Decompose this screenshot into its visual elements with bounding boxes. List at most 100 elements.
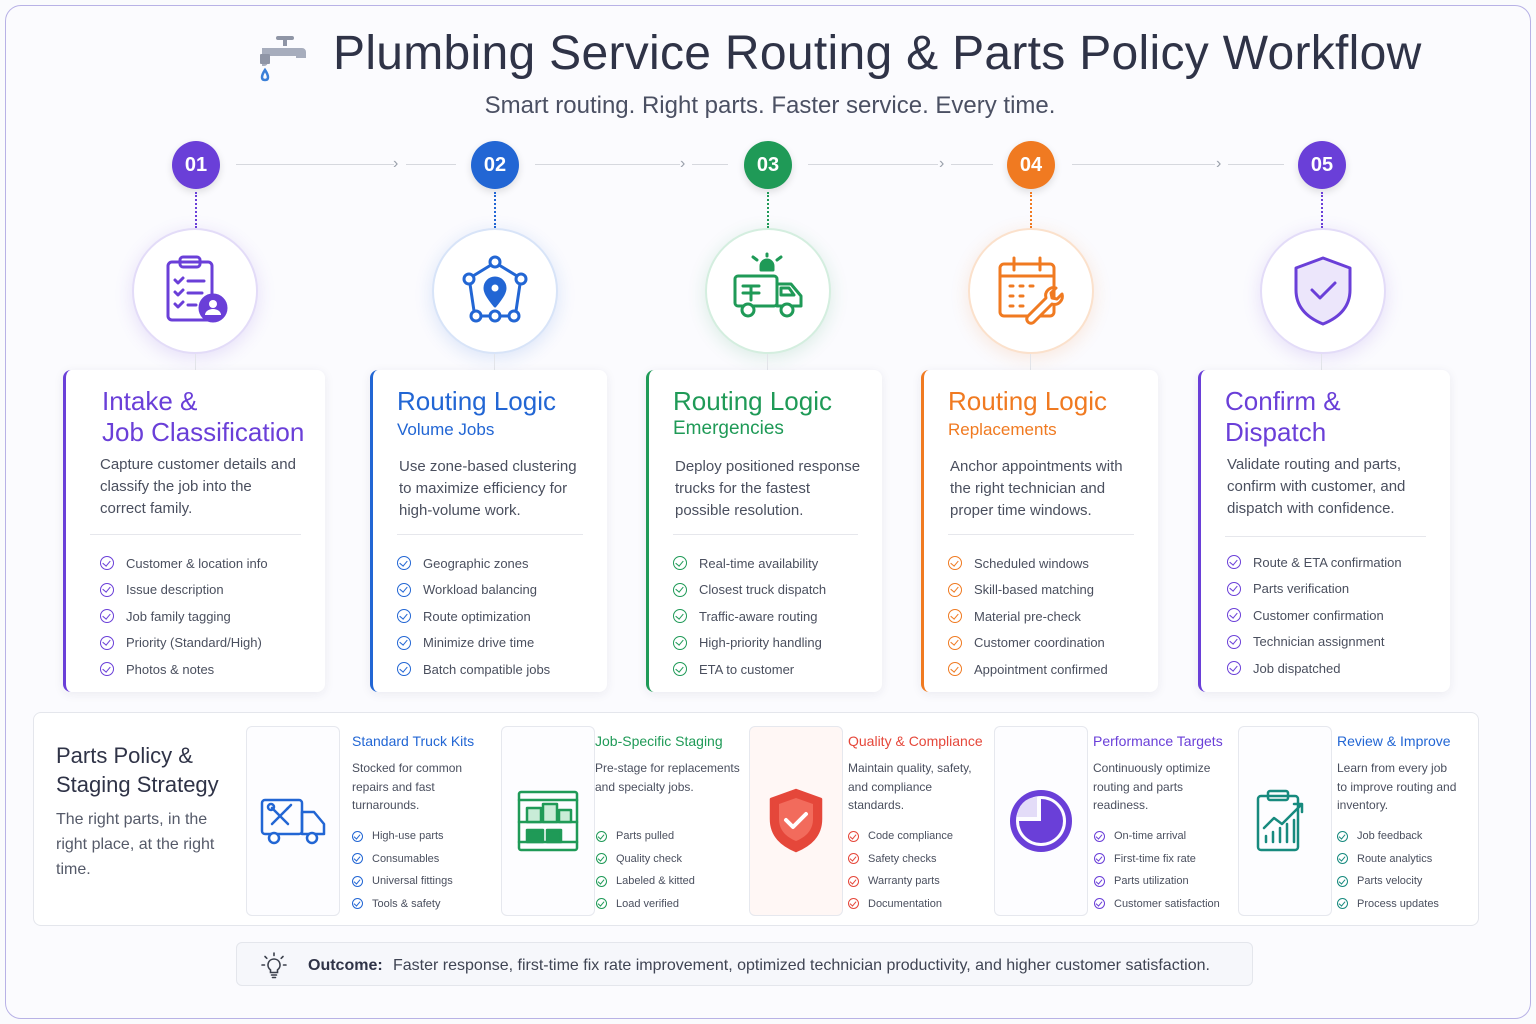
card-title: Routing Logic xyxy=(397,386,556,416)
dotted-connector xyxy=(494,192,496,228)
check-icon xyxy=(100,582,114,597)
list-item: Traffic-aware routing xyxy=(673,603,826,630)
parts-policy-title: Parts Policy & Staging Strategy xyxy=(56,741,219,799)
parts-icon-box xyxy=(246,726,340,916)
step-number-badge: 05 xyxy=(1298,141,1346,189)
card-title-line: Intake & xyxy=(102,386,198,416)
list-item: Route analytics xyxy=(1337,848,1439,871)
list-item: Material pre-check xyxy=(948,603,1108,630)
parts-policy-panel: Parts Policy & Staging Strategy The righ… xyxy=(33,712,1479,926)
list-item: Safety checks xyxy=(848,848,953,871)
connector-line xyxy=(535,164,680,165)
list-item: Technician assignment xyxy=(1227,629,1402,656)
list-item: Job dispatched xyxy=(1227,655,1402,682)
step-icon-circle xyxy=(1260,228,1386,354)
list-item-label: Appointment confirmed xyxy=(974,661,1108,677)
list-item-label: Closest truck dispatch xyxy=(699,582,827,598)
check-icon xyxy=(596,898,607,910)
list-item: Code compliance xyxy=(848,825,953,848)
list-item-label: Route & ETA confirmation xyxy=(1253,554,1402,570)
chevron-right-icon: › xyxy=(1216,155,1222,172)
list-item: High-priority handling xyxy=(673,630,826,657)
list-item-label: On-time arrival xyxy=(1114,830,1187,843)
parts-column-title: Standard Truck Kits xyxy=(352,733,475,749)
list-item-label: Issue description xyxy=(126,582,224,598)
list-item-label: Route analytics xyxy=(1357,852,1433,865)
lightbulb-icon xyxy=(261,952,287,979)
list-item: Quality check xyxy=(596,848,695,871)
list-item: Customer & location info xyxy=(100,550,268,577)
shelving-boxes-icon xyxy=(517,790,579,852)
list-item-label: Process updates xyxy=(1357,897,1439,910)
check-icon xyxy=(1337,875,1348,887)
parts-checklist: High-use parts Consumables Universal fit… xyxy=(352,825,453,915)
card-subtitle: Replacements xyxy=(948,420,1057,439)
outcome-text: Faster response, first-time fix rate imp… xyxy=(393,957,1210,974)
check-icon xyxy=(397,556,411,571)
list-item: On-time arrival xyxy=(1094,825,1220,848)
list-item-label: Customer coordination xyxy=(974,635,1105,651)
list-item: Route optimization xyxy=(397,603,550,630)
check-icon xyxy=(948,662,962,677)
check-icon xyxy=(1337,853,1348,865)
check-icon xyxy=(1227,581,1241,596)
step-card-replacements: Routing Logic Replacements Anchor appoin… xyxy=(921,370,1158,692)
dotted-connector xyxy=(195,192,197,228)
list-item: Parts utilization xyxy=(1094,870,1220,893)
chevron-right-icon: › xyxy=(939,155,945,172)
list-item-label: Scheduled windows xyxy=(974,555,1089,571)
list-item-label: Parts pulled xyxy=(616,830,675,843)
list-item-label: Load verified xyxy=(616,897,679,910)
stem-connector xyxy=(494,354,495,370)
parts-column-title: Quality & Compliance xyxy=(848,733,983,749)
parts-checklist: Code compliance Safety checks Warranty p… xyxy=(848,825,953,915)
calendar-wrench-icon xyxy=(998,256,1064,325)
parts-column-description: Learn from every job to improve routing … xyxy=(1337,761,1457,812)
step-number-badge: 01 xyxy=(172,141,220,189)
shield-check-icon xyxy=(769,788,823,853)
check-icon xyxy=(948,609,962,624)
parts-column-description: Stocked for common repairs and fast turn… xyxy=(352,761,463,812)
chevron-right-icon: › xyxy=(393,155,399,172)
list-item-label: Photos & notes xyxy=(126,661,215,677)
parts-checklist: Job feedback Route analytics Parts veloc… xyxy=(1337,825,1439,915)
card-description: Use zone-based clustering to maximize ef… xyxy=(399,458,577,519)
list-item-label: Labeled & kitted xyxy=(616,875,695,888)
card-title-line: Job Classification xyxy=(102,417,305,447)
card-title: Confirm & Dispatch xyxy=(1225,386,1341,448)
list-item: Real-time availability xyxy=(673,550,826,577)
list-item-label: Material pre-check xyxy=(974,608,1081,624)
step-number-badge: 03 xyxy=(744,141,792,189)
outcome-banner: Outcome: Faster response, first-time fix… xyxy=(236,942,1253,986)
list-item: Customer coordination xyxy=(948,630,1108,657)
list-item-label: Route optimization xyxy=(423,608,531,624)
card-checklist: Route & ETA confirmation Parts verificat… xyxy=(1227,549,1402,682)
parts-policy-title-line: Parts Policy & xyxy=(56,743,193,768)
list-item-label: Tools & safety xyxy=(372,897,441,910)
list-item: Closest truck dispatch xyxy=(673,577,826,604)
list-item: Minimize drive time xyxy=(397,630,550,657)
clipboard-user-icon xyxy=(166,255,228,323)
check-icon xyxy=(352,853,363,865)
step-icon-circle xyxy=(132,228,258,354)
step-icon-circle xyxy=(432,228,558,354)
list-item: Load verified xyxy=(596,893,695,916)
parts-icon-box xyxy=(1238,726,1332,916)
list-item: Process updates xyxy=(1337,893,1439,916)
list-item: Warranty parts xyxy=(848,870,953,893)
step-number-badge: 02 xyxy=(471,141,519,189)
card-subtitle: Emergencies xyxy=(673,418,784,439)
check-icon xyxy=(673,635,687,650)
list-item-label: Real-time availability xyxy=(699,555,819,571)
list-item: Documentation xyxy=(848,893,953,916)
list-item-label: High-use parts xyxy=(372,830,444,843)
check-icon xyxy=(948,556,962,571)
list-item: Tools & safety xyxy=(352,893,453,916)
check-icon xyxy=(596,830,607,842)
card-checklist: Geographic zones Workload balancing Rout… xyxy=(397,550,550,683)
check-icon xyxy=(848,830,859,842)
list-item: Priority (Standard/High) xyxy=(100,630,268,657)
list-item-label: ETA to customer xyxy=(699,661,795,677)
list-item-label: Skill-based matching xyxy=(974,582,1094,598)
check-icon xyxy=(673,582,687,597)
